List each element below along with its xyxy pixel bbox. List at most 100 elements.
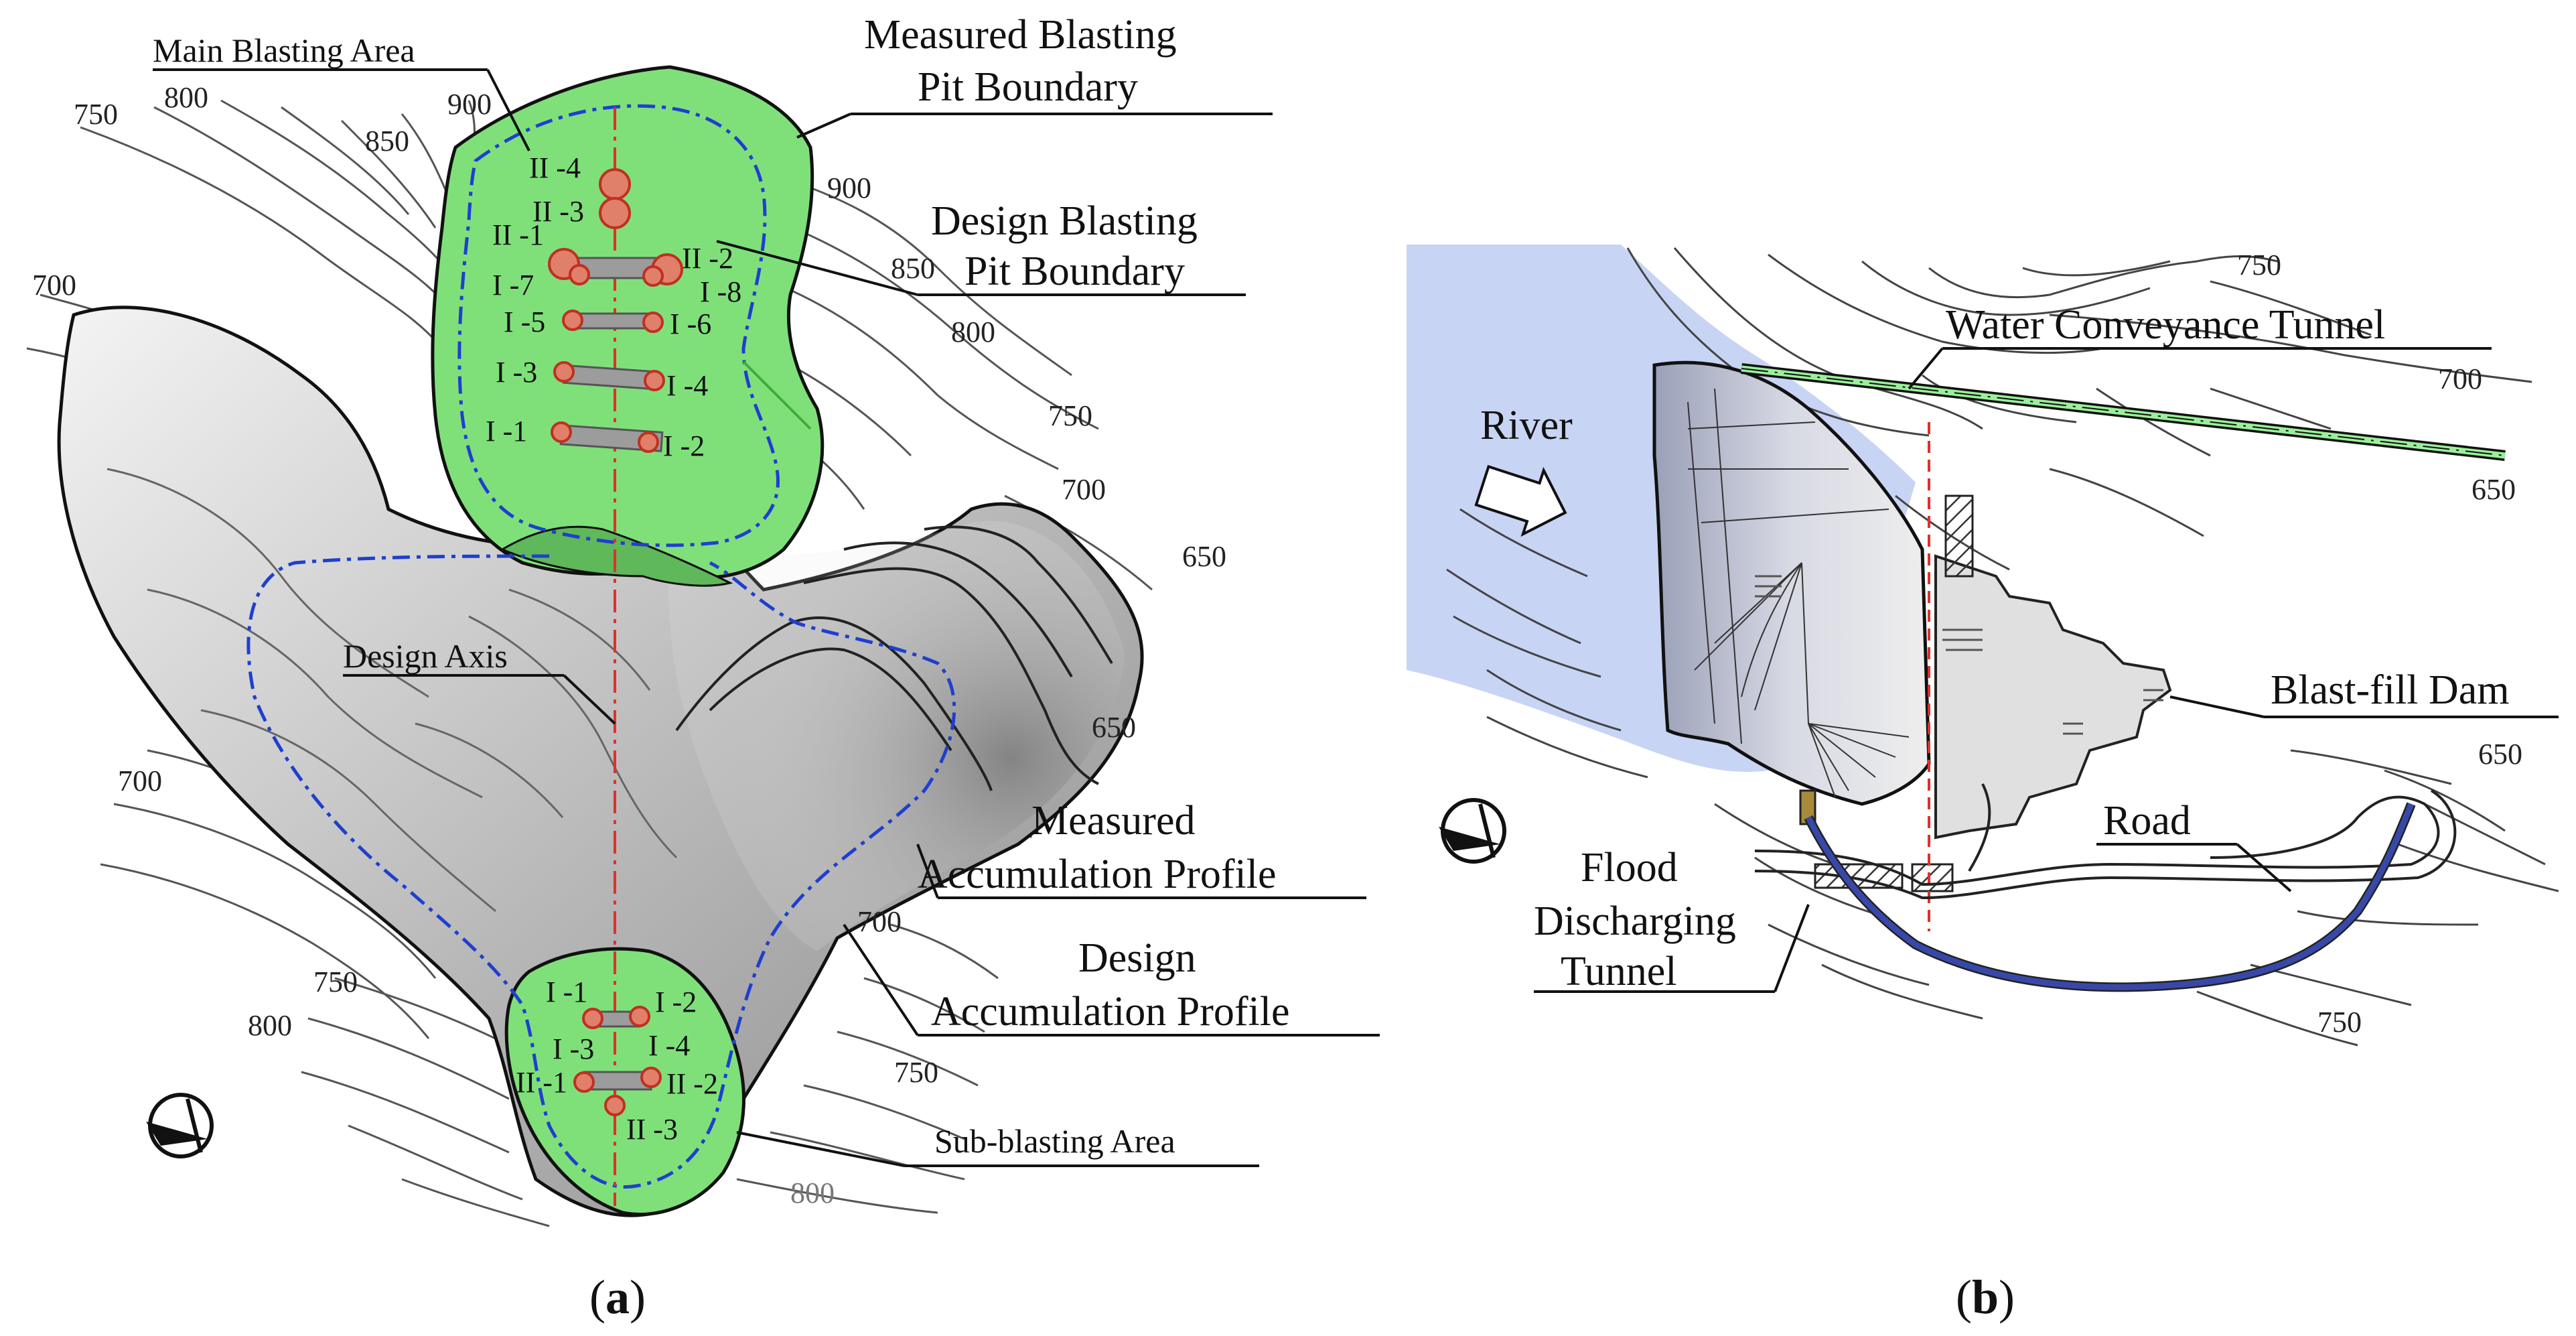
- terrain-contours-a: [26, 99, 1153, 1227]
- hole-label: II -1: [516, 1066, 567, 1099]
- blast-hole: [569, 264, 590, 285]
- labels-a: Main Blasting Area Measured Blasting Pit…: [32, 12, 1289, 1209]
- hole-label: I -7: [492, 269, 534, 302]
- blast-hole: [599, 197, 631, 229]
- blast-hole: [582, 1008, 603, 1029]
- blast-fill-dam-label: Blast-fill Dam: [2271, 667, 2509, 713]
- contour-label: 750: [2237, 249, 2281, 281]
- blast-hole: [599, 168, 631, 200]
- hole-label: I -2: [655, 986, 697, 1018]
- contour-label: 750: [2317, 1006, 2362, 1039]
- measured-pit-label-2: Pit Boundary: [918, 64, 1138, 110]
- contour-label: 700: [32, 269, 76, 302]
- accumulation-contours: [675, 525, 1113, 791]
- hole-label: I -3: [496, 356, 537, 389]
- contour-label: 800: [790, 1177, 835, 1209]
- blast-tunnel: [583, 1071, 652, 1091]
- blast-hole: [562, 310, 583, 331]
- hole-label: I -1: [546, 976, 587, 1008]
- hole-label: I -2: [663, 429, 705, 462]
- blast-hole: [642, 312, 664, 333]
- hole-label: I -6: [670, 308, 711, 340]
- blast-hole: [551, 421, 572, 443]
- contour-label: 750: [894, 1056, 938, 1089]
- panel-b: Water Conveyance Tunnel River Blast-fill…: [1407, 245, 2559, 1324]
- contour-label: 900: [827, 172, 871, 204]
- panel-a-caption: (a): [589, 1270, 646, 1324]
- blast-hole: [629, 1006, 650, 1027]
- design-accumulation-label-2: Accumulation Profile: [931, 989, 1289, 1034]
- accumulation-contours-gray: [106, 468, 678, 913]
- hole-label: II -3: [626, 1113, 678, 1146]
- labels-b: Water Conveyance Tunnel River Blast-fill…: [1480, 249, 2522, 1039]
- contour-label: 650: [1092, 711, 1136, 744]
- contour-label: 700: [857, 905, 902, 938]
- flood-tunnel-label-3: Tunnel: [1561, 949, 1676, 994]
- design-accumulation-label-1: Design: [1078, 935, 1196, 981]
- contour-label: 900: [447, 88, 492, 121]
- leader-lines-a: [153, 68, 1380, 1167]
- hole-label: II -3: [532, 195, 584, 228]
- contour-label: 650: [2472, 473, 2516, 506]
- contour-label: 750: [74, 98, 118, 131]
- flood-tunnel-label-1: Flood: [1581, 845, 1678, 890]
- dam-internal-lines: [1687, 388, 1910, 798]
- blast-fill-dam: [1652, 360, 1931, 806]
- blast-hole: [553, 361, 575, 383]
- hatched-block-top: [1944, 494, 1974, 578]
- main-blast-holes: [548, 168, 683, 453]
- main-blasting-area-label: Main Blasting Area: [153, 31, 415, 69]
- dam-terrace-marks: [1755, 575, 2163, 735]
- measured-accumulation-label-1: Measured: [1031, 798, 1195, 844]
- north-arrow-icon: [1439, 798, 1506, 864]
- hatched-block-bottom: [1911, 863, 1954, 892]
- hole-label: II -2: [666, 1067, 718, 1100]
- design-blasting-pit-boundary: [457, 104, 780, 547]
- sub-blast-holes: [573, 1006, 662, 1116]
- contour-label: 700: [2438, 362, 2482, 395]
- blast-hole: [573, 1071, 595, 1093]
- blast-hole: [604, 1095, 626, 1116]
- contour-label: 750: [313, 965, 358, 998]
- sub-blasting-area-label: Sub-blasting Area: [934, 1122, 1175, 1160]
- design-axis-label: Design Axis: [343, 637, 508, 675]
- measured-accumulation-label-2: Accumulation Profile: [918, 852, 1276, 897]
- hole-label: I -1: [486, 415, 527, 448]
- design-pit-label-2: Pit Boundary: [964, 249, 1185, 294]
- blast-hole: [644, 370, 665, 391]
- contour-label: 650: [1182, 540, 1226, 573]
- contour-label: 800: [164, 81, 208, 114]
- north-arrow-icon: [146, 1093, 214, 1158]
- road-label: Road: [2103, 798, 2191, 844]
- contour-label: 850: [365, 125, 409, 157]
- pit-corner-line: [742, 360, 812, 430]
- dam-downstream-terraces: [1934, 554, 2172, 840]
- design-pit-label-1: Design Blasting: [931, 198, 1198, 244]
- water-tunnel-label: Water Conveyance Tunnel: [1946, 302, 2385, 348]
- measured-pit-label-1: Measured Blasting: [864, 12, 1177, 58]
- hole-label: I -4: [666, 369, 708, 402]
- blast-tunnel: [571, 312, 654, 330]
- hole-label: I -4: [648, 1029, 690, 1062]
- blast-hole: [640, 1067, 662, 1088]
- panel-b-caption: (b): [1956, 1270, 2015, 1324]
- contour-label: 700: [118, 764, 162, 797]
- hole-label: II -2: [682, 242, 733, 275]
- contour-label: 700: [1062, 473, 1106, 506]
- hole-label: II -1: [492, 218, 544, 251]
- blast-hole: [638, 431, 659, 453]
- hole-label: I -3: [553, 1032, 594, 1065]
- contour-label: 800: [951, 316, 995, 348]
- river-flow-arrow-icon: [1474, 464, 1567, 537]
- road: [1754, 783, 2457, 900]
- river-label: River: [1480, 403, 1573, 448]
- hole-label: II -4: [529, 151, 581, 184]
- contour-label: 850: [891, 252, 935, 285]
- flood-tunnel-fill: [1805, 803, 2415, 990]
- blast-hole: [642, 265, 664, 287]
- water-conveyance-tunnel: [1741, 363, 2506, 461]
- hole-label: I -5: [504, 306, 545, 338]
- panel-a: Main Blasting Area Measured Blasting Pit…: [26, 12, 1380, 1324]
- contour-label: 650: [2478, 738, 2522, 771]
